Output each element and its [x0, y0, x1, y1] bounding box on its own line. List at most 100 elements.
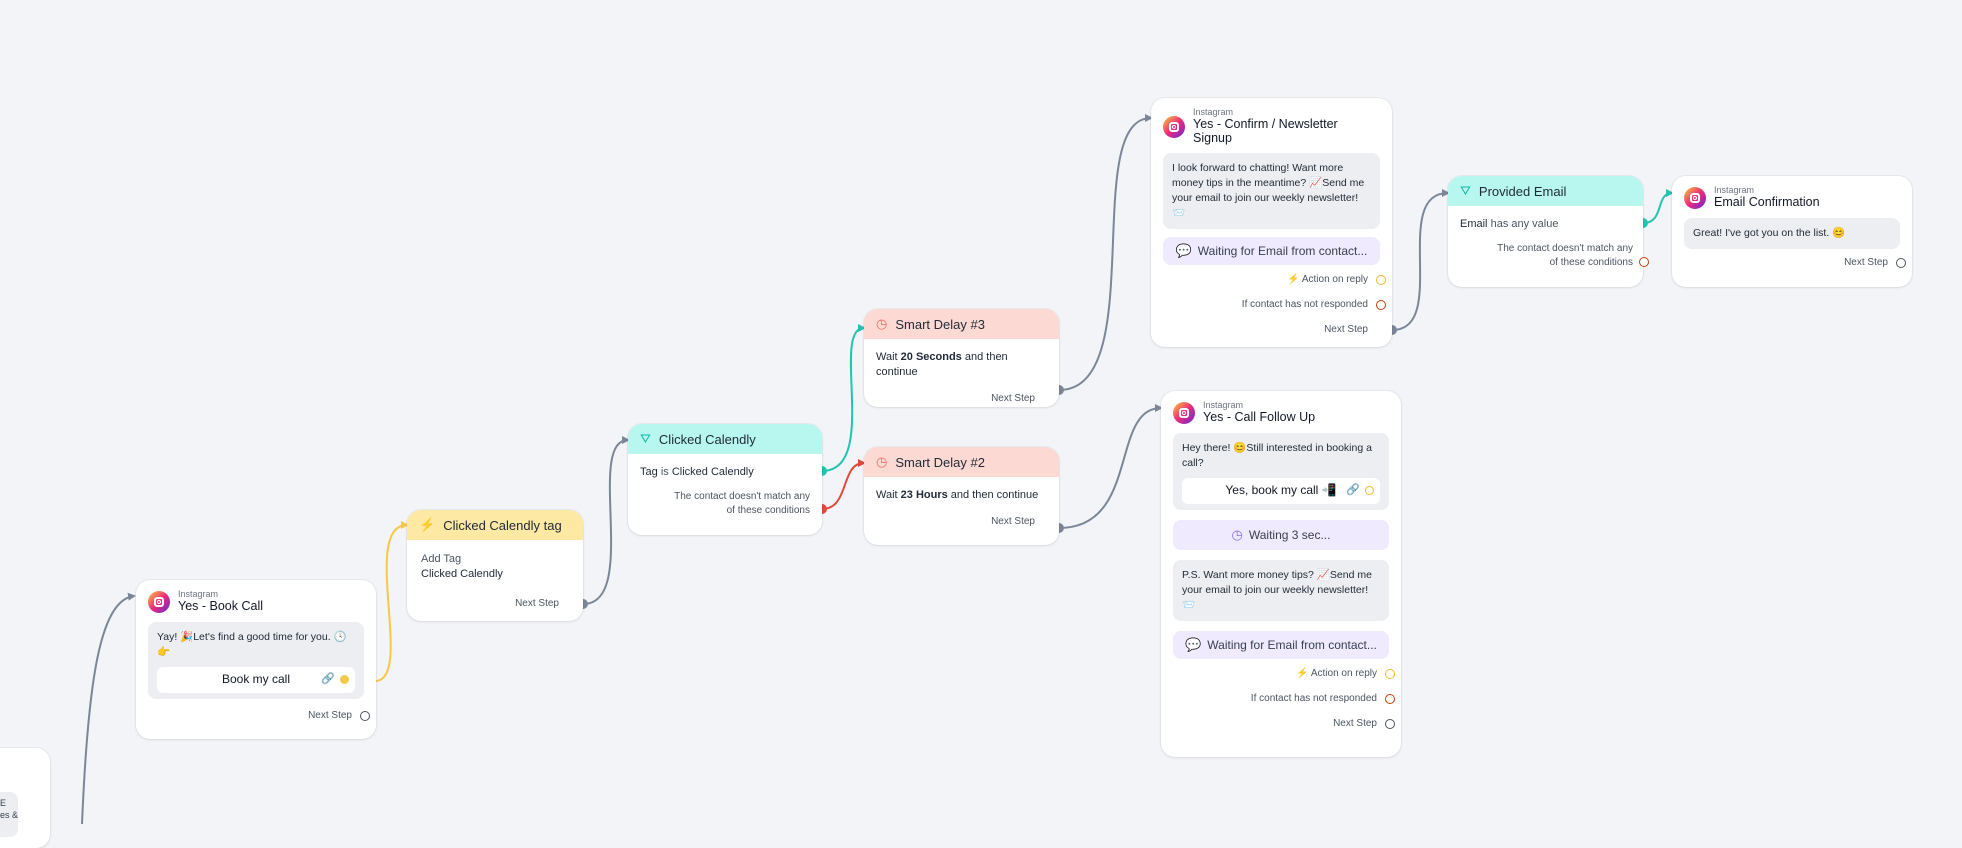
node-clicked-calendly-tag[interactable]: ⚡ Clicked Calendly tag Add Tag Clicked C… — [407, 510, 583, 621]
node-provided-email[interactable]: ⛛ Provided Email Email has any value The… — [1448, 176, 1649, 287]
action-on-reply-row: ⚡ Action on reply — [1151, 271, 1392, 289]
delay-text: Wait 23 Hours and then continue — [864, 477, 1059, 513]
instagram-icon — [1173, 401, 1195, 424]
wire-book-call-to-tag — [374, 521, 409, 682]
channel-label: Instagram — [178, 589, 219, 599]
condition-value: Clicked Calendly — [671, 466, 754, 478]
partial-node[interactable]: E es & — [0, 748, 50, 848]
next-step-port[interactable] — [1385, 718, 1395, 729]
not-responded-port[interactable] — [1385, 693, 1395, 704]
wire-condition-to-delay2 — [821, 459, 866, 510]
delay-suffix: and then continue — [876, 351, 1008, 378]
not-responded-row: If contact has not responded — [1151, 296, 1392, 314]
not-responded-row: If contact has not responded — [1161, 690, 1401, 708]
else-branch-label: The contact doesn't match any of these c… — [628, 490, 822, 518]
instagram-icon — [1684, 186, 1706, 209]
button-port[interactable] — [340, 675, 349, 685]
next-step-row: Next Step — [407, 595, 583, 613]
next-step-label: Next Step — [991, 516, 1035, 527]
node-title: Yes - Book Call — [178, 598, 263, 613]
message-bubble-2: P.S. Want more money tips? 📈Send me your… — [1173, 559, 1389, 621]
node-title: Clicked Calendly tag — [443, 517, 562, 533]
node-title: Clicked Calendly — [658, 431, 756, 447]
condition-row: Email has any value — [1448, 206, 1643, 230]
node-newsletter-signup[interactable]: Instagram Yes - Confirm / Newsletter Sig… — [1151, 98, 1392, 347]
else-port[interactable] — [1639, 257, 1649, 267]
next-step-port[interactable] — [1896, 257, 1906, 268]
condition-field: Tag — [640, 466, 658, 478]
wire-delay3-to-newsletter — [1058, 114, 1153, 391]
node-email-confirmation[interactable]: Instagram Email Confirmation Great! I've… — [1672, 176, 1912, 287]
message-bubble: Yay! 🎉Let's find a good time for you. 🕓👉… — [148, 621, 364, 699]
not-responded-label: If contact has not responded — [1241, 299, 1368, 311]
condition-operator: has any value — [1490, 218, 1559, 230]
waiting-label: Waiting for Email from contact... — [1207, 637, 1377, 652]
waiting-for-email-block: 💬 Waiting for Email from contact... — [1163, 237, 1380, 266]
delay-text: Wait 20 Seconds and then continue — [864, 339, 1059, 390]
link-icon: 🔗 — [321, 673, 335, 686]
next-step-port[interactable] — [360, 710, 370, 721]
node-smart-delay-3[interactable]: ◷ Smart Delay #3 Wait 20 Seconds and the… — [864, 309, 1059, 407]
wire-tag-to-condition — [582, 436, 630, 605]
else-line-2: of these conditions — [1549, 257, 1633, 268]
condition-row: Tag is Clicked Calendly — [628, 454, 822, 478]
delay-prefix: Wait — [876, 351, 898, 363]
next-step-label: Next Step — [1324, 324, 1368, 336]
instagram-icon — [1163, 115, 1185, 138]
channel-label: Instagram — [1203, 400, 1244, 410]
node-header: ⚡ Clicked Calendly tag — [407, 510, 583, 540]
node-title: Smart Delay #2 — [895, 454, 985, 470]
wire-email-to-confirm — [1642, 189, 1674, 224]
condition-field: Email — [1460, 218, 1488, 230]
node-yes-book-call[interactable]: Instagram Yes - Book Call Yay! 🎉Let's fi… — [136, 580, 376, 739]
next-step-row: Next Step — [864, 390, 1059, 408]
yes-book-my-call-button[interactable]: Yes, book my call 📲 🔗 — [1182, 477, 1380, 504]
wire-newsletter-to-email — [1391, 189, 1450, 331]
lightning-icon: ⚡ — [1296, 667, 1309, 679]
delay-suffix: and then continue — [950, 489, 1039, 501]
action-on-reply-port[interactable] — [1385, 668, 1395, 679]
action-on-reply-port[interactable] — [1376, 275, 1386, 286]
book-my-call-button[interactable]: Book my call 🔗 — [157, 666, 355, 693]
next-step-row: Next Step — [1672, 254, 1912, 272]
clock-icon: ◷ — [876, 316, 888, 331]
message-text: Great! I've got you on the list. 😊 — [1693, 226, 1846, 239]
node-clicked-calendly-condition[interactable]: ⛛ Clicked Calendly Tag is Clicked Calend… — [628, 424, 822, 535]
else-line-1: The contact doesn't match any — [674, 491, 810, 502]
action-on-reply-label: Action on reply — [1310, 667, 1377, 679]
not-responded-label: If contact has not responded — [1250, 692, 1377, 704]
button-port[interactable] — [1365, 486, 1374, 496]
node-call-follow-up[interactable]: Instagram Yes - Call Follow Up Hey there… — [1161, 391, 1401, 757]
clock-icon: ◷ — [1231, 526, 1243, 542]
next-step-row: Next Step — [1151, 321, 1392, 339]
wait-label: Waiting 3 sec... — [1248, 527, 1331, 542]
button-label: Yes, book my call 📲 — [1225, 483, 1337, 498]
lightning-icon: ⚡ — [419, 517, 436, 532]
message-bubble: Hey there! 😊Still interested in booking … — [1173, 432, 1389, 510]
action-label: Add Tag — [421, 553, 462, 565]
message-text-2: P.S. Want more money tips? 📈Send me your… — [1182, 568, 1372, 611]
partial-line-2: es & — [0, 810, 19, 820]
button-label: Book my call — [221, 672, 291, 687]
delay-amount: 23 Hours — [900, 489, 948, 501]
message-text: Yay! 🎉Let's find a good time for you. 🕓👉 — [157, 630, 347, 658]
action-on-reply-row: ⚡ Action on reply — [1161, 665, 1401, 683]
next-step-label: Next Step — [308, 709, 352, 721]
channel-label: Instagram — [1714, 185, 1755, 195]
filter-icon: ⛛ — [1460, 183, 1471, 198]
node-title: Smart Delay #3 — [895, 316, 985, 332]
node-smart-delay-2[interactable]: ◷ Smart Delay #2 Wait 23 Hours and then … — [864, 447, 1059, 545]
node-title: Email Confirmation — [1714, 194, 1820, 209]
else-line-1: The contact doesn't match any — [1497, 243, 1633, 254]
not-responded-port[interactable] — [1376, 300, 1386, 311]
clock-icon: ◷ — [876, 454, 888, 469]
waiting-3-sec-block: ◷ Waiting 3 sec... — [1173, 519, 1389, 550]
node-header: ⛛ Clicked Calendly — [628, 424, 822, 454]
wire-condition-to-delay3 — [821, 324, 866, 472]
waiting-label: Waiting for Email from contact... — [1197, 244, 1368, 259]
node-header: ◷ Smart Delay #3 — [864, 309, 1059, 339]
node-title: Yes - Call Follow Up — [1203, 409, 1316, 424]
next-step-label: Next Step — [1333, 717, 1377, 729]
node-title: Yes - Confirm / Newsletter Signup — [1193, 116, 1338, 145]
